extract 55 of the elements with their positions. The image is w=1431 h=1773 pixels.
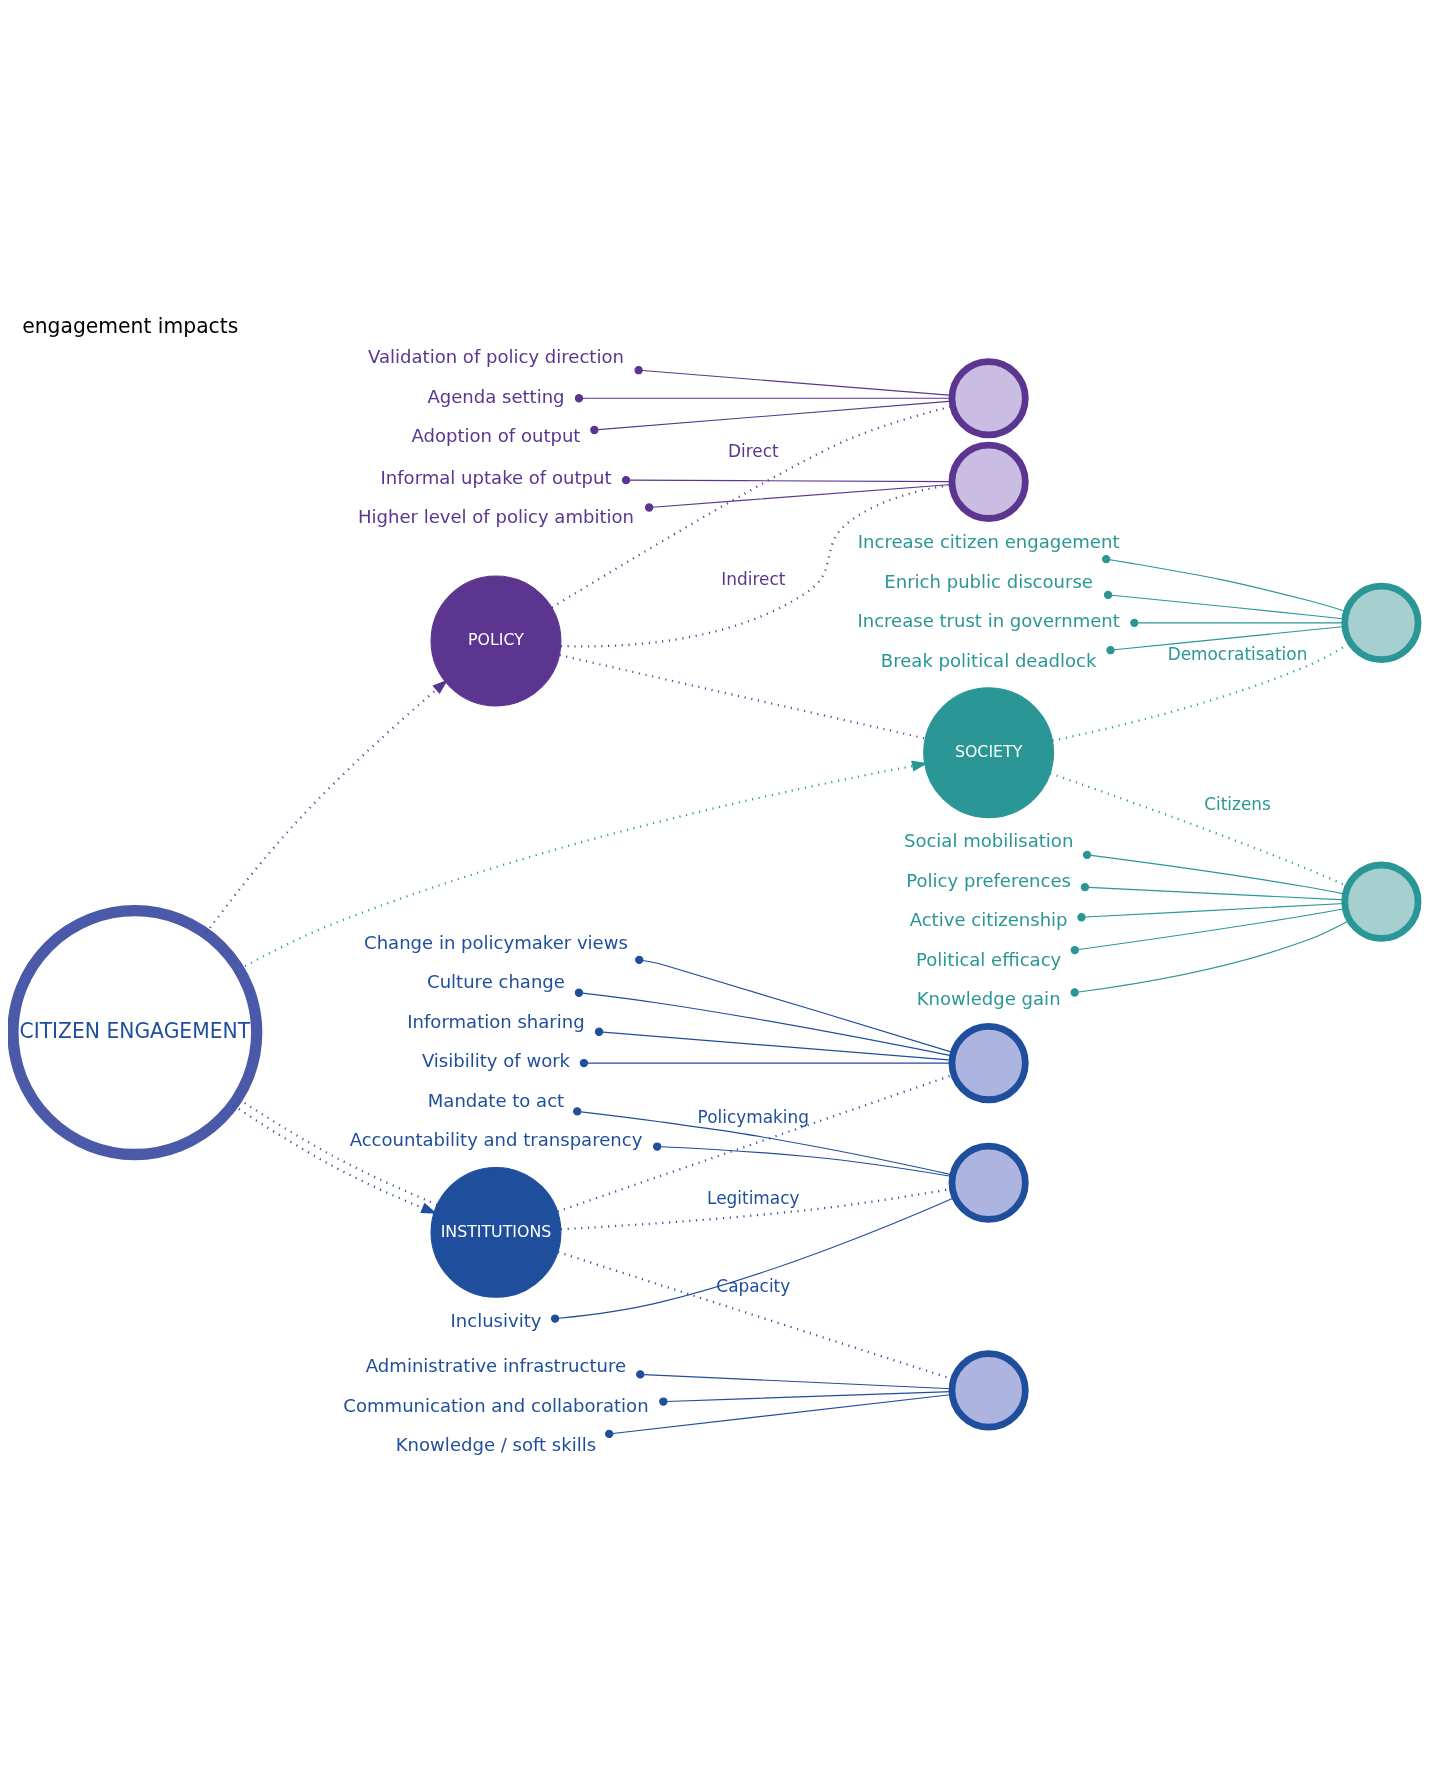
node-text: Visibility of work — [421, 1049, 571, 1071]
node-text: Administrative infrastructure — [365, 1354, 627, 1376]
node-text: Mandate to act — [427, 1089, 565, 1111]
node-text: Enrich public discourse — [884, 570, 1093, 592]
node-circle — [948, 1349, 1029, 1430]
node-circle: CITIZEN ENGAGEMENT — [8, 904, 263, 1160]
node-text: Information sharing — [407, 1010, 585, 1032]
node-text: Active citizenship — [909, 908, 1068, 930]
edge-label: Democratisation — [1167, 643, 1308, 664]
node-text: Accountability and transparency — [349, 1128, 643, 1150]
node-text: Increase trust in government — [857, 609, 1120, 631]
connector — [1082, 850, 1346, 895]
node-text: Knowledge / soft skills — [395, 1433, 597, 1455]
node-text: Agenda setting — [427, 385, 565, 407]
connector — [653, 1141, 953, 1177]
edge-label: Citizens — [1204, 793, 1271, 814]
node-text: Knowledge gain — [916, 987, 1061, 1009]
node-text: Policy preferences — [906, 869, 1071, 891]
node-text: Validation of policy direction — [368, 345, 624, 367]
connector — [1052, 641, 1351, 742]
connector — [635, 955, 954, 1053]
edge-label: Indirect — [721, 568, 786, 589]
node-circle: SOCIETY — [923, 686, 1055, 818]
node-text: Informal uptake of output — [380, 466, 612, 488]
edge-label: Direct — [728, 440, 779, 461]
edge-label: Legitimacy — [707, 1187, 800, 1208]
connector — [551, 404, 953, 608]
node-text: Adoption of output — [411, 424, 581, 446]
arrow — [238, 760, 928, 970]
node-text: Inclusivity — [450, 1309, 542, 1331]
node-circle — [1341, 861, 1422, 942]
diagram-title: engagement impacts — [22, 313, 239, 338]
edge-label: Policymaking — [697, 1106, 810, 1127]
node-circle — [948, 357, 1029, 438]
node-circle — [1341, 582, 1422, 663]
connector — [559, 653, 926, 740]
connector — [1102, 554, 1347, 612]
node-circle — [948, 1022, 1029, 1103]
connector — [557, 1250, 954, 1380]
connector — [574, 988, 953, 1056]
node-text: Break political deadlock — [880, 649, 1097, 671]
node-circle: INSTITUTIONS — [430, 1166, 562, 1298]
node-text: Change in policymaker views — [364, 931, 628, 953]
node-text: Communication and collaboration — [343, 1394, 649, 1416]
edge-label: Capacity — [716, 1275, 791, 1296]
node-text: Social mobilisation — [903, 829, 1074, 851]
node-circle — [948, 441, 1029, 522]
node-text: Culture change — [427, 970, 565, 992]
node-circle — [948, 1142, 1029, 1223]
connector — [621, 475, 952, 484]
connector — [550, 1196, 956, 1323]
node-text: Higher level of policy ambition — [357, 505, 635, 527]
arrow — [205, 679, 449, 934]
node-text: Political efficacy — [916, 948, 1062, 970]
node-text: Increase citizen engagement — [857, 530, 1120, 552]
